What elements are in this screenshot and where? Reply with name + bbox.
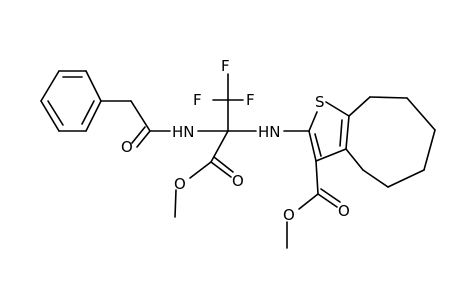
- fluorine-label-left: F: [193, 91, 202, 109]
- fluorine-label-top: F: [221, 57, 230, 75]
- amide-oxygen-label: O: [121, 138, 133, 156]
- amide-nh-label: HN: [172, 123, 195, 141]
- phenyl-ring: [40, 70, 102, 132]
- fluorine-label-right: F: [246, 91, 255, 109]
- amine-nh-label: HN: [258, 123, 281, 141]
- thiophene-ester: [286, 160, 341, 249]
- sulfur-label: S: [315, 93, 325, 111]
- ester2-ether-oxygen-label: O: [283, 206, 295, 224]
- phenylacetyl-chain: [100, 100, 171, 148]
- central-carbon-group: [174, 73, 257, 218]
- cycloheptane-ring: [345, 96, 436, 188]
- thiophene-ring: [283, 101, 350, 162]
- ester2-carbonyl-oxygen-label: O: [338, 202, 350, 220]
- ester1-ether-oxygen-label: O: [174, 175, 186, 193]
- ester1-carbonyl-oxygen-label: O: [232, 172, 244, 190]
